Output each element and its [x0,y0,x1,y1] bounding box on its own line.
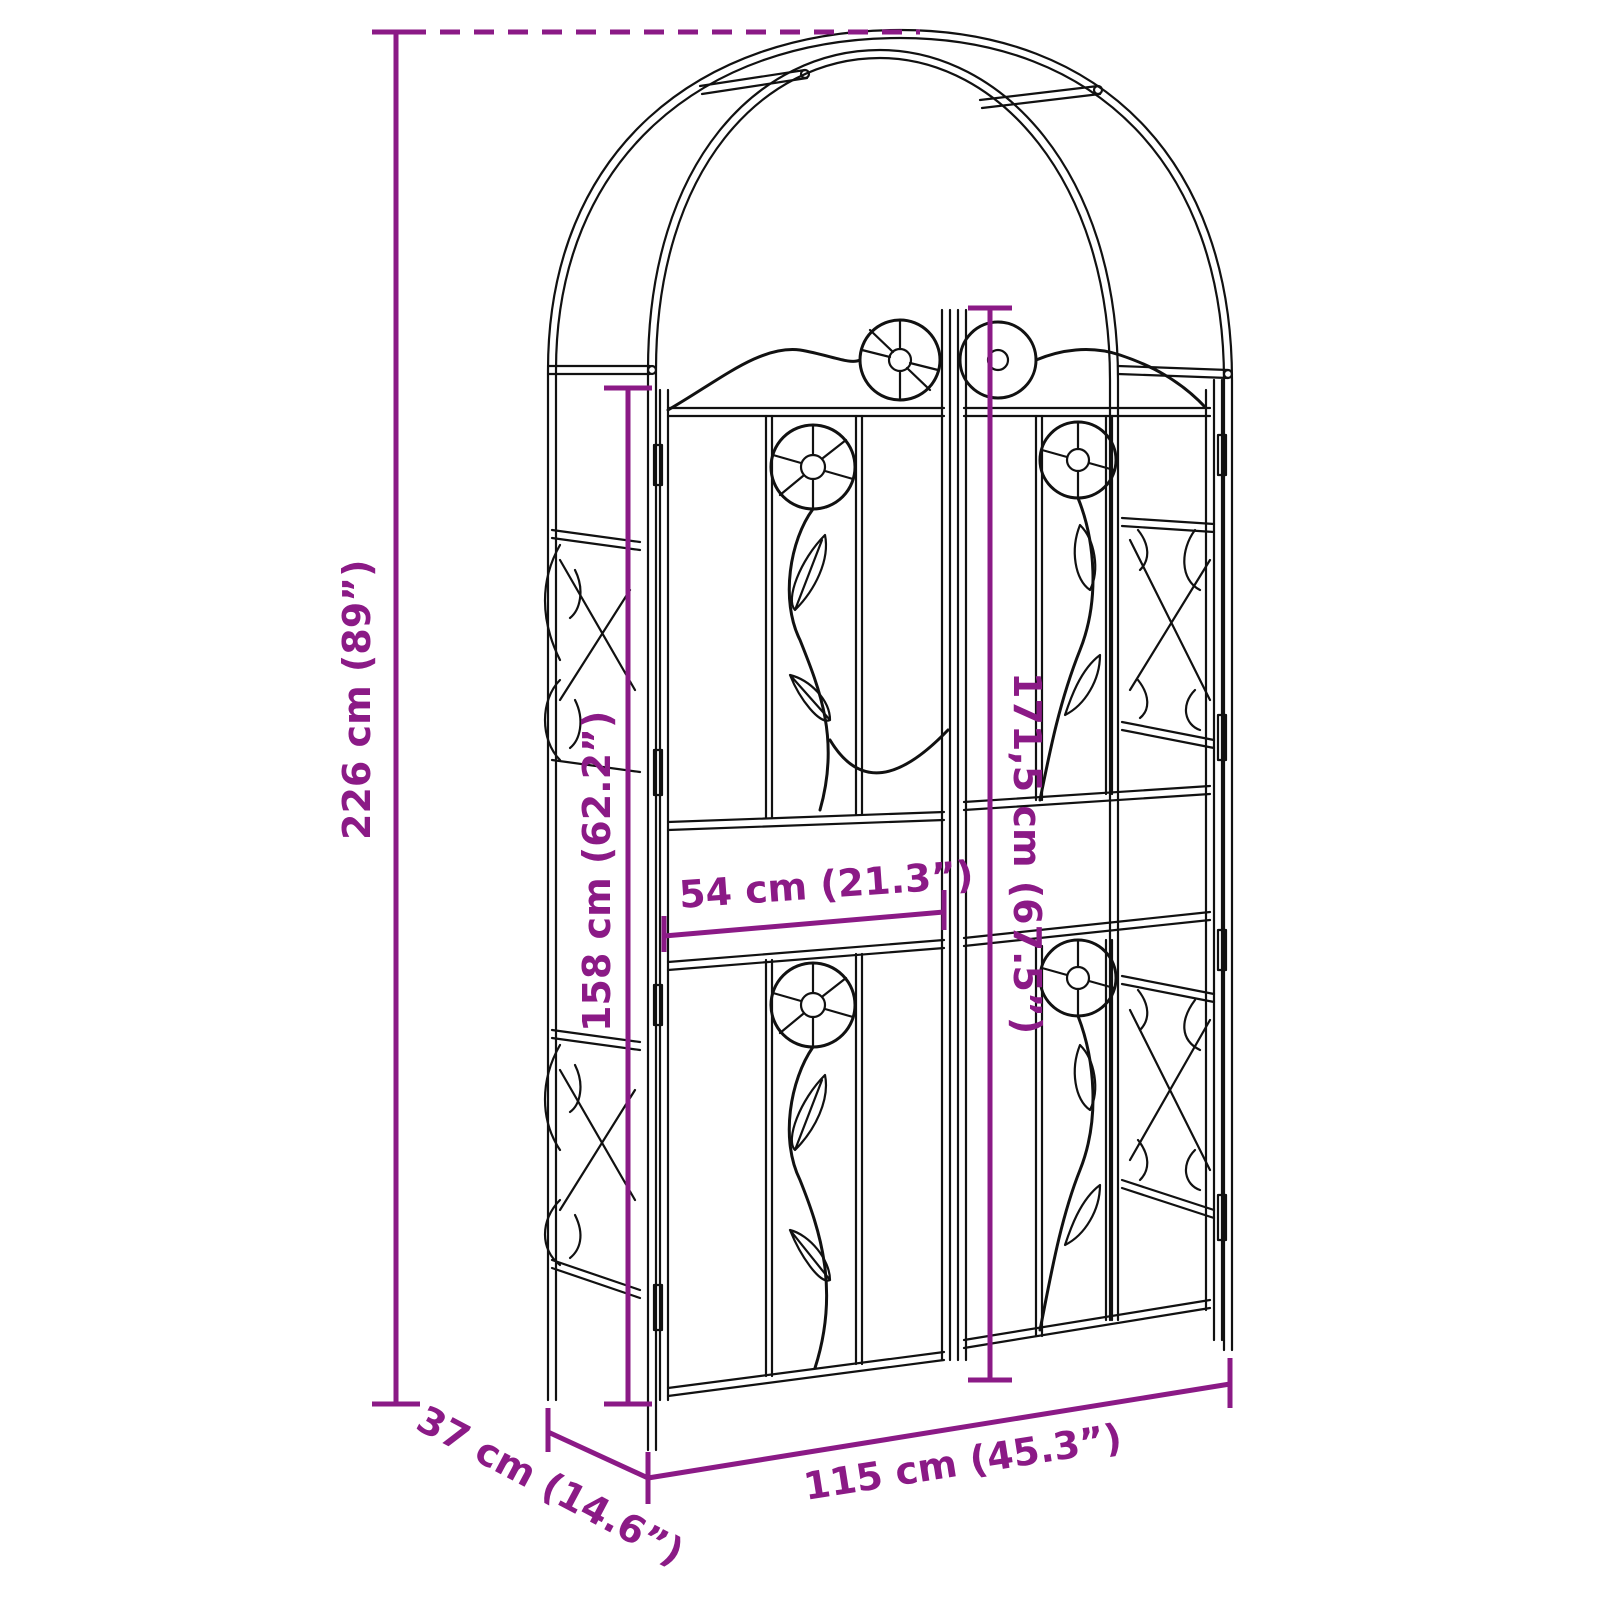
dimension-lines [372,29,1233,1504]
arch-frame [546,28,1234,1452]
left-side-panel [543,528,642,1300]
gate-height-label: 158 cm (62.2”) [575,711,619,1032]
left-gate [652,308,952,1402]
gate-width-label: 54 cm (21.3”) [678,853,975,917]
right-side-panel [1120,378,1224,1342]
inner-height-label: 171,5 cm (67.5”) [1005,672,1049,1034]
right-gate [956,308,1228,1362]
total-height-label: 226 cm (89”) [335,560,379,841]
